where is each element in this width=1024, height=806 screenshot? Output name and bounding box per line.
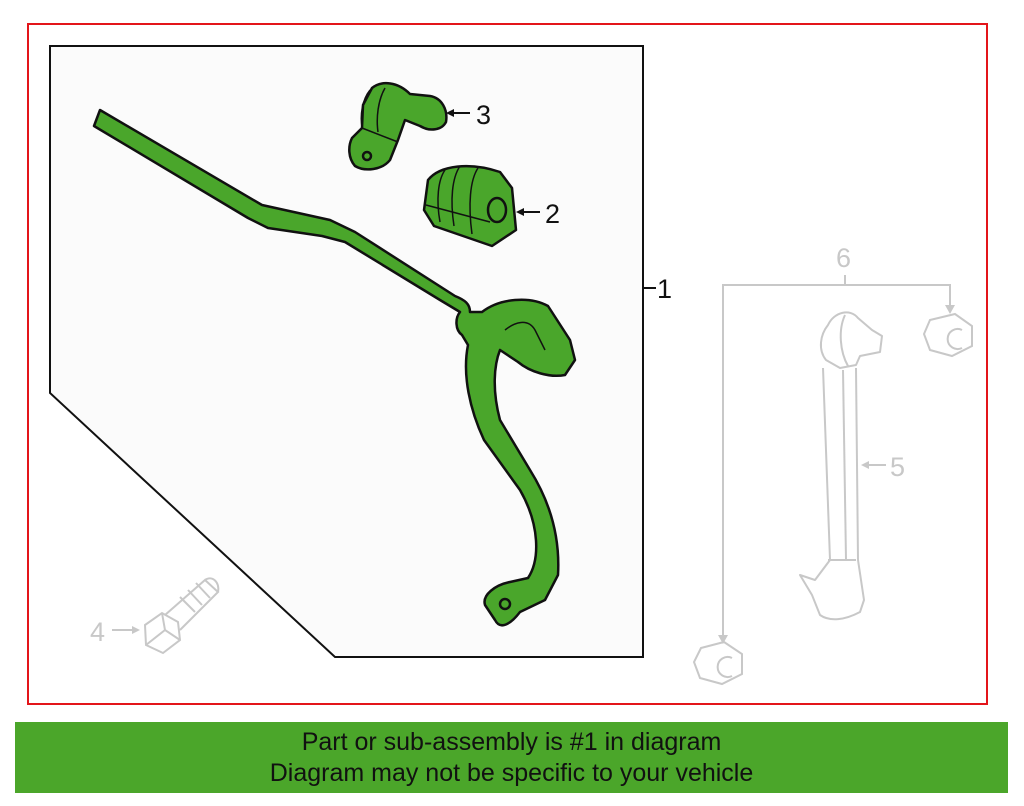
banner-line-2: Diagram may not be specific to your vehi… xyxy=(269,759,754,787)
callout-5-label: 5 xyxy=(890,452,905,482)
bushing-bracket-icon[interactable] xyxy=(348,81,448,171)
callout-6-label: 6 xyxy=(836,243,851,273)
banner-line-1: Part or sub-assembly is #1 in diagram xyxy=(301,728,722,756)
callout-5[interactable]: 5 xyxy=(861,452,905,482)
callout-3-label: 3 xyxy=(476,100,491,130)
callout-4[interactable]: 4 xyxy=(90,617,140,647)
info-banner: Part or sub-assembly is #1 in diagram Di… xyxy=(15,722,1008,793)
diagram-frame xyxy=(27,23,988,705)
nut-upper-icon[interactable] xyxy=(922,312,973,358)
stabilizer-link-icon[interactable] xyxy=(799,311,883,621)
callout-1[interactable]: 1 xyxy=(643,274,672,304)
bolt-icon[interactable] xyxy=(143,577,220,655)
callout-1-label: 1 xyxy=(657,274,672,304)
nut-lower-icon[interactable] xyxy=(692,640,743,686)
bushing-icon[interactable] xyxy=(422,165,518,248)
callout-4-label: 4 xyxy=(90,617,105,647)
callout-2-label: 2 xyxy=(545,199,560,229)
callout-2[interactable]: 2 xyxy=(516,199,560,229)
callout-6[interactable]: 6 xyxy=(718,243,955,644)
callout-3[interactable]: 3 xyxy=(446,100,491,130)
stabilizer-bar-icon[interactable] xyxy=(92,108,577,627)
